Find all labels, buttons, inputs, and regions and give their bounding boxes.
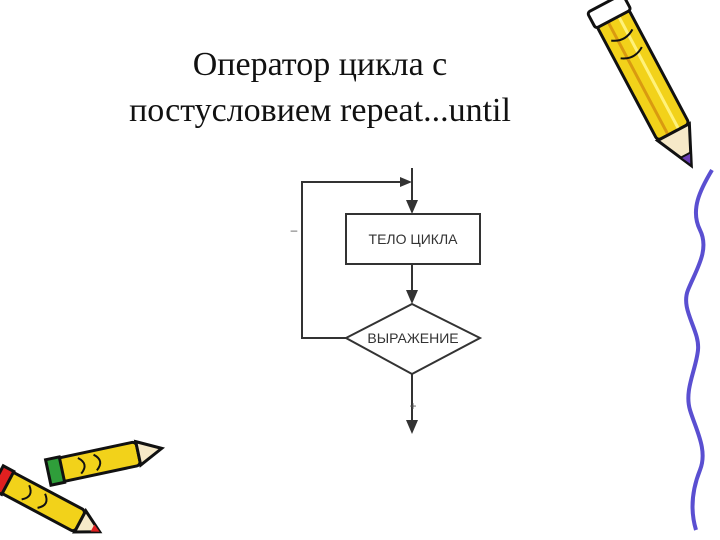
loop-body-label: ТЕЛО ЦИКЛА: [369, 231, 459, 247]
loop-body-box: [345, 213, 481, 265]
condition-arrowhead: [406, 290, 418, 304]
condition-label: ВЫРАЖЕНИЕ: [367, 330, 458, 346]
wavy-border: [684, 168, 714, 531]
false-branch-mark: –: [291, 223, 298, 237]
exit-arrowhead: [406, 420, 418, 434]
pencil-icon: [586, 0, 693, 169]
loop-back-line: [301, 181, 406, 339]
title-line-1: Оператор цикла с: [192, 46, 448, 83]
title-line-2: постусловием repeat...until: [129, 92, 511, 129]
flowchart: [301, 168, 483, 434]
loop-arrowhead: [400, 177, 412, 187]
slide-title: Оператор цикла с постусловием repeat...u…: [40, 42, 600, 134]
entry-arrowhead: [406, 200, 418, 214]
crayons-icon: [0, 439, 166, 534]
true-branch-mark: +: [409, 399, 416, 413]
